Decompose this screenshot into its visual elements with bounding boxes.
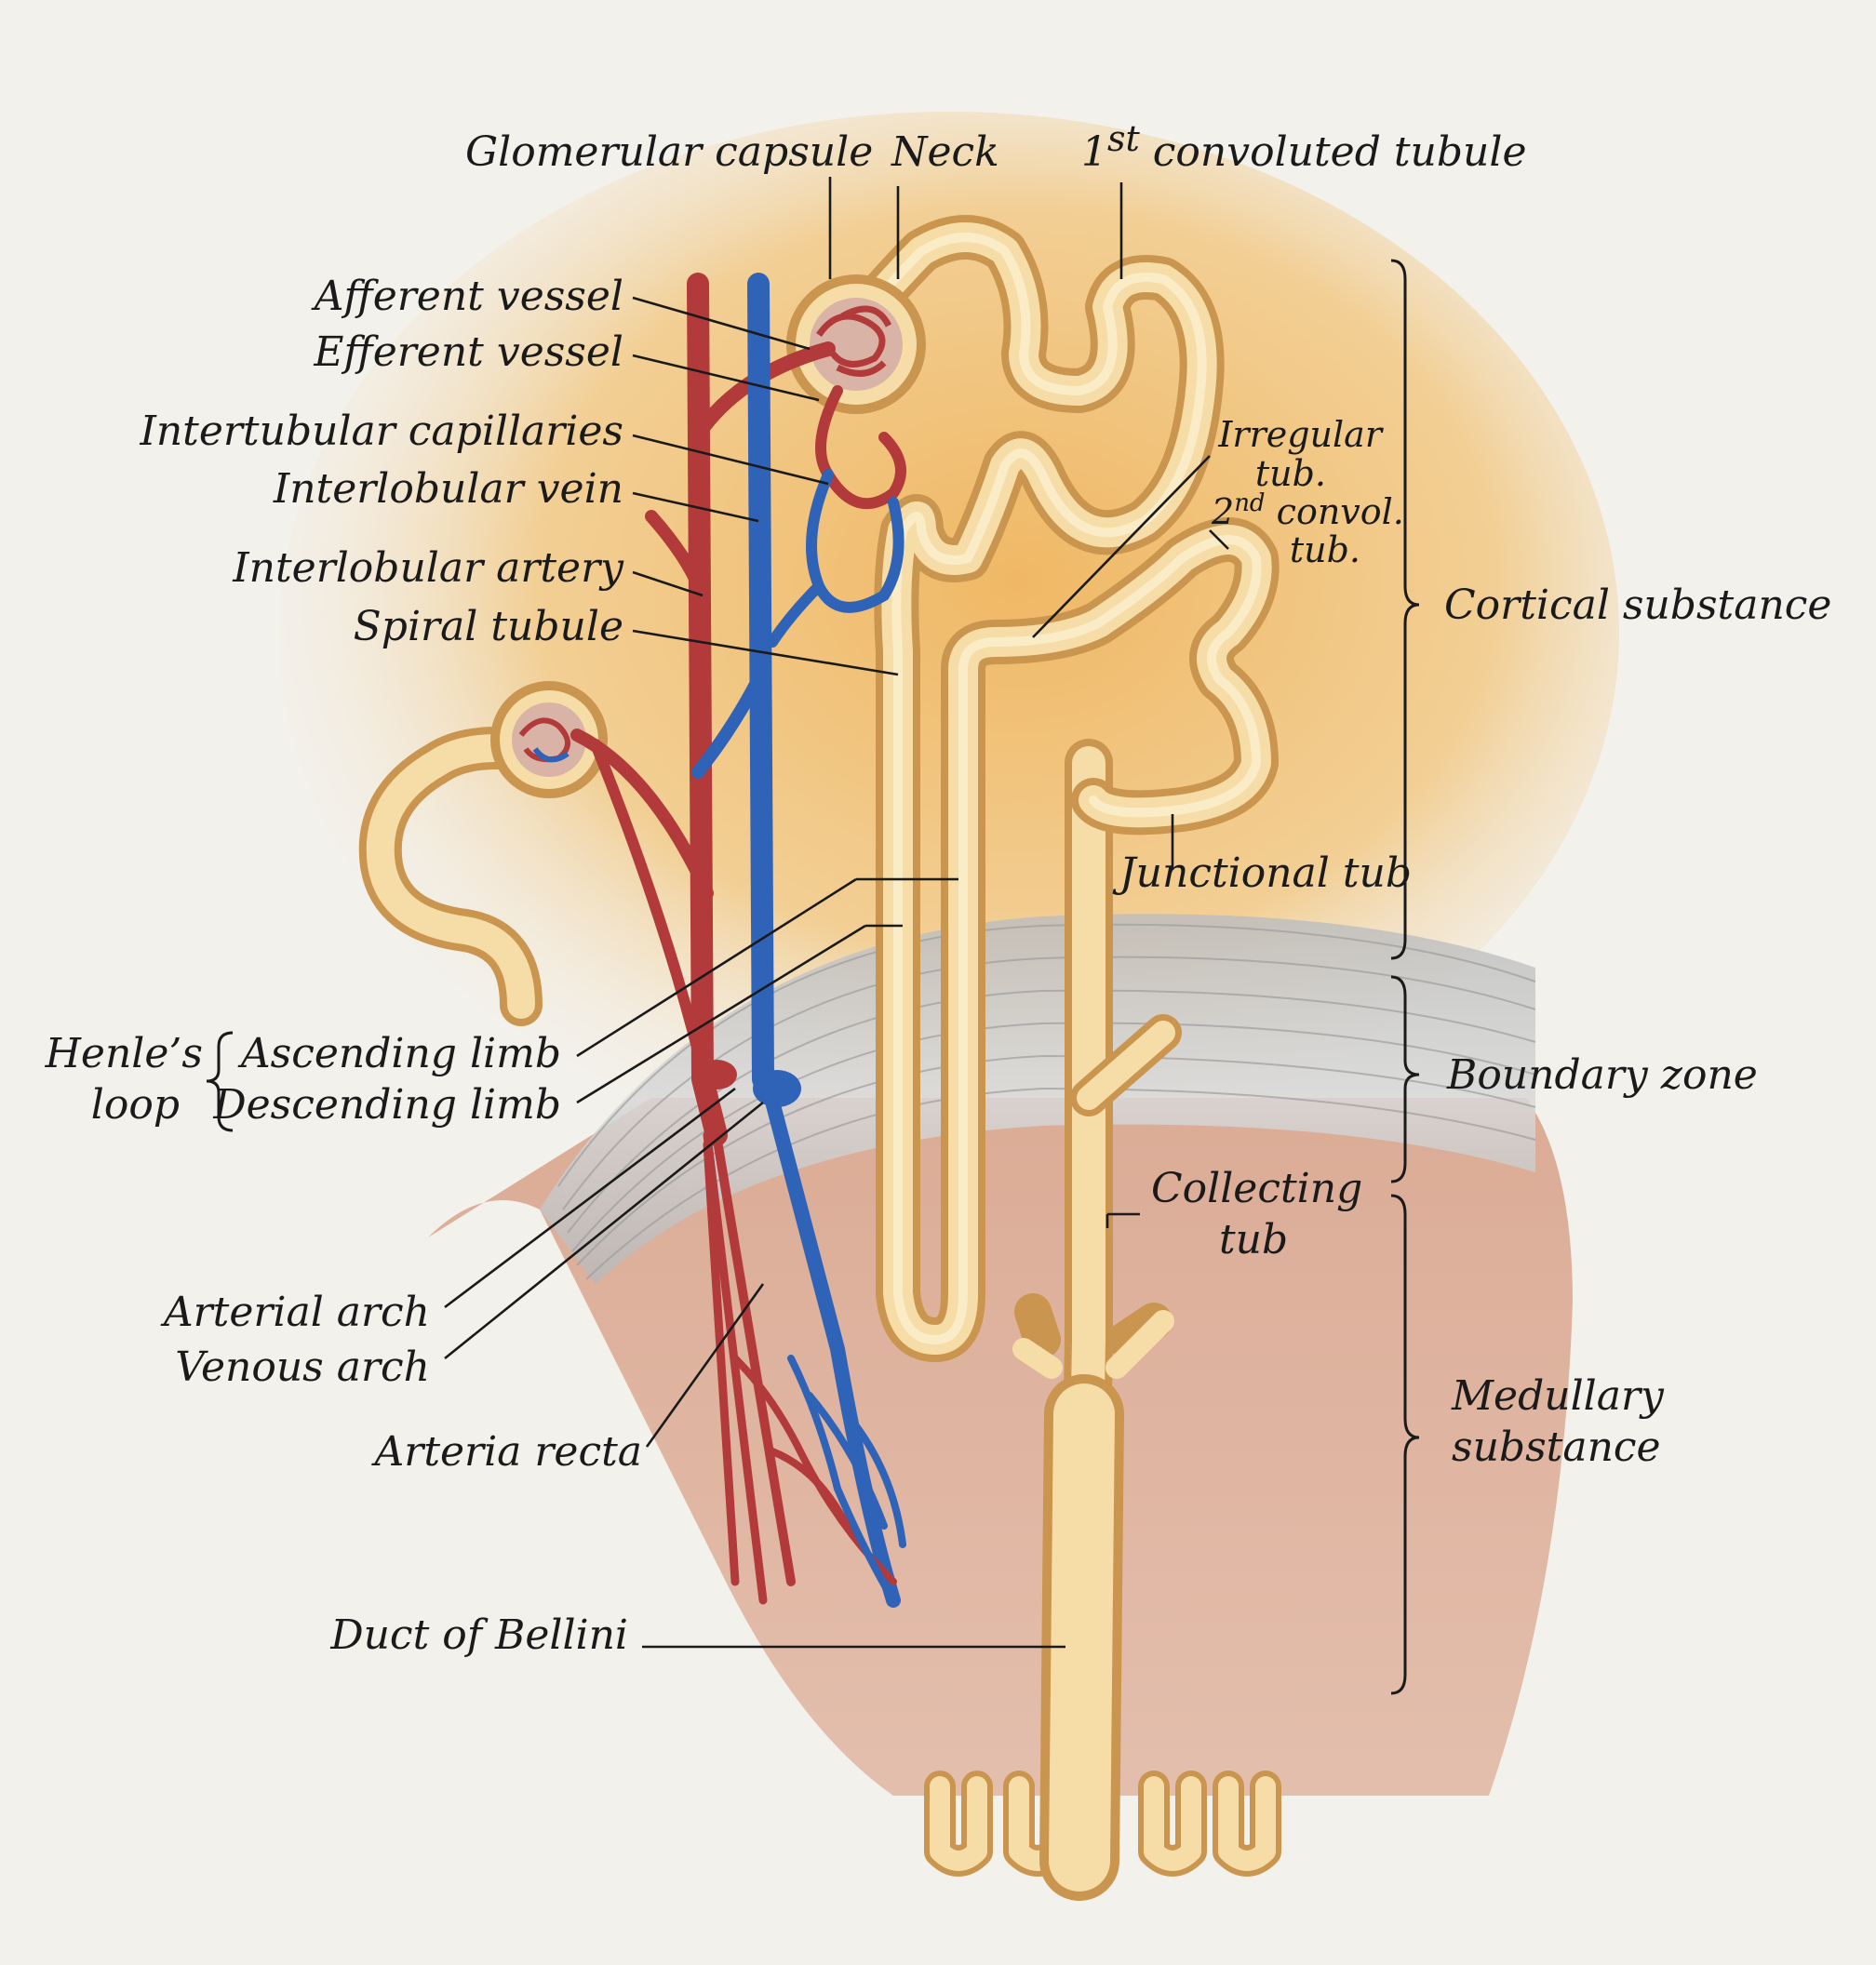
label-interlobular-artery: Interlobular artery <box>232 544 624 592</box>
leader-lines <box>444 177 1229 1649</box>
venous-arch <box>753 1070 801 1107</box>
collecting-duct <box>1012 739 1182 1901</box>
label-spiral-tubule: Spiral tubule <box>354 603 623 650</box>
label-neck: Neck <box>891 128 999 176</box>
label-first-convoluted-tubule: 1st convoluted tubule <box>1081 118 1527 176</box>
label-cortical-substance: Cortical substance <box>1444 581 1831 629</box>
nephron-tubule-upper <box>815 215 1280 1362</box>
label-henles-line1: Henle’s <box>45 1030 203 1077</box>
label-medullary-line2: substance <box>1452 1424 1661 1471</box>
region-braces <box>206 259 1420 1695</box>
arterial-arch <box>696 1060 737 1089</box>
label-second-convol-num: 2 <box>1211 491 1234 532</box>
label-junctional-tub: Junctional tub <box>1112 849 1412 897</box>
cortex-region <box>279 112 1619 1154</box>
arteria-recta-mesh <box>731 1355 906 1604</box>
label-first-convoluted-sup: st <box>1107 118 1141 159</box>
label-boundary-zone: Boundary zone <box>1446 1051 1758 1099</box>
label-interlobular-vein: Interlobular vein <box>273 465 623 513</box>
intertubular-capillaries <box>767 385 906 648</box>
label-collecting-line2: tub <box>1219 1216 1288 1263</box>
label-henles-line2: loop <box>91 1081 180 1129</box>
label-first-convoluted-num: 1 <box>1081 128 1107 176</box>
nephron-tubule-lower <box>358 727 543 1026</box>
boundary-zone-band <box>540 914 1535 1284</box>
label-second-convoluted: 2nd convol. <box>1211 489 1404 532</box>
glomerulus-lower <box>490 681 608 798</box>
label-intertubular-capillaries: Intertubular capillaries <box>139 408 623 455</box>
interlobular-vein <box>691 273 901 1608</box>
label-first-convoluted-rest: convoluted tubule <box>1140 128 1527 176</box>
label-descending-limb: Descending limb <box>212 1081 561 1129</box>
label-medullary-line1: Medullary <box>1451 1372 1665 1420</box>
label-second-convol-line2: tub. <box>1290 529 1360 570</box>
label-collecting-line1: Collecting <box>1151 1165 1362 1212</box>
label-arteria-recta: Arteria recta <box>371 1428 642 1476</box>
label-efferent-vessel: Efferent vessel <box>313 328 623 376</box>
label-irregular-line1: Irregular <box>1217 414 1384 455</box>
label-ascending-limb: Ascending limb <box>237 1030 561 1077</box>
label-afferent-vessel: Afferent vessel <box>311 273 623 320</box>
label-glomerular-capsule: Glomerular capsule <box>465 128 873 176</box>
label-duct-of-bellini: Duct of Bellini <box>329 1611 628 1659</box>
label-venous-arch: Venous arch <box>175 1343 430 1391</box>
label-arterial-arch: Arterial arch <box>160 1289 430 1336</box>
label-second-convol-sup: nd <box>1234 489 1265 517</box>
glomerulus-upper <box>786 274 926 414</box>
label-second-convol-rest: convol. <box>1266 491 1404 532</box>
label-irregular-line2: tub. <box>1255 453 1326 494</box>
